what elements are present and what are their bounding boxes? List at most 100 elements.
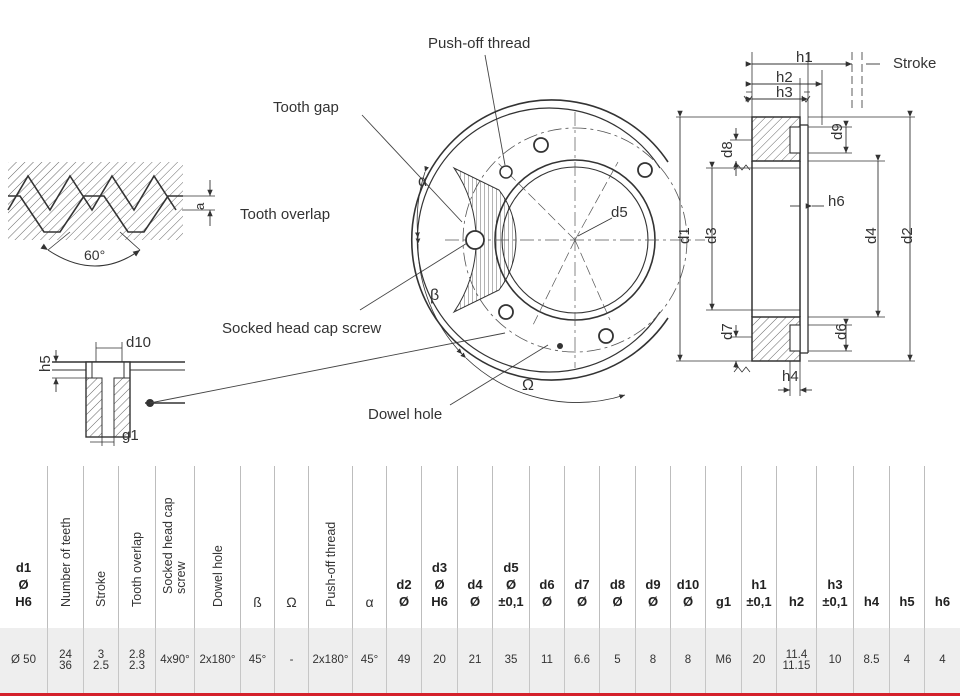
h3-label: h3 [776, 84, 793, 101]
d7-label: d7 [719, 323, 736, 340]
dowel-hole-label: Dowel hole [368, 406, 442, 423]
screw-hole-bottom-right [598, 328, 614, 344]
screw-hole-bottom [498, 304, 514, 320]
d8-label: d8 [719, 141, 736, 158]
table-header-text: d9 Ø [645, 577, 661, 609]
table-header-cell: α [352, 466, 386, 628]
h4-label: h4 [782, 368, 799, 385]
table-value-cell: - [274, 628, 308, 693]
alpha-label: α [418, 173, 427, 190]
push-off-thread-hole [465, 230, 485, 250]
table-header-text: Ω [286, 594, 297, 610]
table-value-cell: 8 [635, 628, 670, 693]
d9-label: d9 [829, 123, 846, 140]
table-header-cell: Push-off thread [308, 466, 352, 628]
table-header-line: Push-off thread [323, 521, 338, 607]
table-header-cell: d6 Ø [529, 466, 564, 628]
table-header-cell: Ω [274, 466, 308, 628]
table-header-line: Tooth overlap [130, 531, 144, 607]
table-value-cell: 45° [240, 628, 274, 693]
table-header-text: Stroke [94, 570, 108, 607]
table-header-cell: h4 [853, 466, 889, 628]
table-header-text: d1 Ø H6 [15, 560, 32, 609]
table-header-cell: h3 ±0,1 [816, 466, 853, 628]
table-header-text: d6 Ø [539, 577, 555, 609]
dowel-hole-bottom [557, 343, 563, 349]
table-header-cell: d7 Ø [564, 466, 599, 628]
side-section-view: h1 h2 h3 Stroke d9 d8 h6 d3 d4 d2 d7 d6 … [676, 49, 936, 396]
table-header-line: Stroke [94, 570, 108, 607]
a-label: a [192, 202, 207, 210]
table-value-cell: 6.6 [564, 628, 599, 693]
d5-label: d5 [611, 204, 628, 221]
tooth-overlap-label: Tooth overlap [240, 206, 330, 223]
table-header-cell: Number of teeth [47, 466, 83, 628]
table-header-text: g1 [715, 594, 732, 609]
screw-detail-view: d10 h5 g1 [37, 334, 185, 446]
table-value-cell: 49 [386, 628, 421, 693]
table-value-cell: 3 2.5 [83, 628, 118, 693]
table-header-cell: h5 [889, 466, 924, 628]
d2-label: d2 [899, 227, 916, 244]
tooth-profile-view: 60° a Tooth overlap [7, 162, 330, 267]
table-value-cell: M6 [705, 628, 741, 693]
stroke-label: Stroke [893, 55, 936, 72]
table-value-cell: 35 [492, 628, 529, 693]
table-value-cell: 21 [457, 628, 492, 693]
table-header-text: h4 [863, 594, 880, 609]
table-value-cell: 11.4 11.15 [776, 628, 816, 693]
table-header-cell: h2 [776, 466, 816, 628]
d6-label: d6 [833, 323, 850, 340]
table-value-cell: 4 [924, 628, 960, 693]
table-header-cell: ß [240, 466, 274, 628]
table-header-text: h5 [899, 594, 915, 609]
table-header-line: Number of teeth [58, 517, 73, 607]
table-header-cell: h6 [924, 466, 960, 628]
table-header-text: Number of teeth [58, 517, 73, 607]
table-value-cell: 4 [889, 628, 924, 693]
table-header-cell: d2 Ø [386, 466, 421, 628]
table-value-cell: 2x180° [308, 628, 352, 693]
table-value-cell: 4x90° [155, 628, 194, 693]
table-header-text: d2 Ø [396, 577, 412, 609]
technical-drawing: 60° a Tooth overlap d10 h5 g1 [7, 35, 936, 446]
table-header-text: h2 [788, 594, 805, 609]
table-header-text: d5 Ø ±0,1 [498, 560, 524, 609]
table-header-line: screw [174, 561, 188, 594]
table-header-cell: d1 Ø H6 [0, 466, 47, 628]
table-header-cell: d3 Ø H6 [421, 466, 457, 628]
h2-label: h2 [776, 69, 793, 86]
table-header-text: Push-off thread [323, 521, 338, 607]
table-header-text: h1 ±0,1 [746, 577, 772, 609]
table-value-cell: 2.8 2.3 [118, 628, 155, 693]
push-off-thread-label: Push-off thread [428, 35, 530, 52]
table-value-cell: 10 [816, 628, 853, 693]
table-header-cell: d5 Ø ±0,1 [492, 466, 529, 628]
h1-label: h1 [796, 49, 813, 66]
table-value-cell: 5 [599, 628, 635, 693]
table-header-cell: Tooth overlap [118, 466, 155, 628]
table-header-text: Dowel hole [210, 545, 225, 607]
table-value-cell: 8 [670, 628, 705, 693]
table-header-text: d10 Ø [676, 577, 700, 609]
socked-head-cap-screw-label: Socked head cap screw [222, 320, 381, 337]
h5-label: h5 [37, 355, 54, 372]
table-header-cell: d9 Ø [635, 466, 670, 628]
table-value-cell: 24 36 [47, 628, 83, 693]
h6-label: h6 [828, 193, 845, 210]
table-header-text: h3 ±0,1 [822, 577, 848, 609]
screw-hole-top [533, 137, 549, 153]
table-header-text: ß [253, 594, 262, 610]
table-value-cell: 11 [529, 628, 564, 693]
g1-label: g1 [122, 427, 139, 444]
table-header-cell: Dowel hole [194, 466, 240, 628]
dowel-hole-top [499, 165, 513, 179]
table-value-cell: 20 [421, 628, 457, 693]
table-value-cell: 45° [352, 628, 386, 693]
table-header-line: Dowel hole [210, 545, 225, 607]
table-header-text: α [365, 594, 374, 610]
